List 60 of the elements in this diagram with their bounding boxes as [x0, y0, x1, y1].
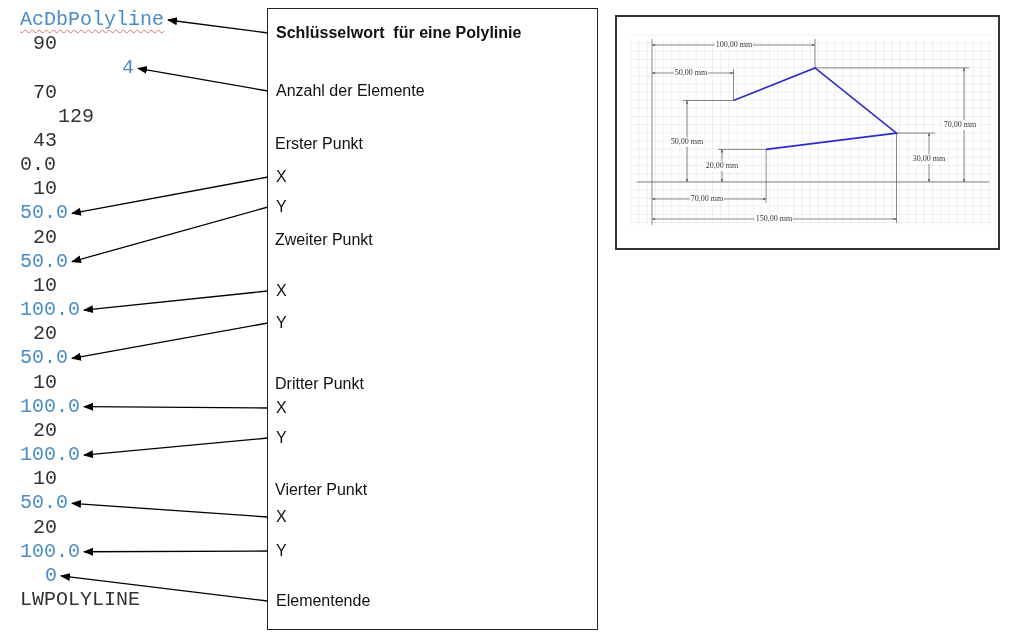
code-value: 100.0	[16, 443, 84, 468]
arrow	[71, 206, 269, 264]
code-value: 0	[41, 563, 61, 588]
arrow	[71, 176, 269, 216]
code-line: 10	[33, 370, 57, 395]
description-text: Schlüsselwort für eine Polylinie	[268, 21, 526, 45]
description-panel	[267, 8, 598, 630]
code-line: 10	[33, 177, 57, 202]
dimension-label: 70,00 mm	[942, 120, 978, 130]
section-heading: Dritter Punkt	[275, 374, 364, 394]
code-value: 50.0	[16, 201, 72, 226]
code-line: LWPOLYLINE	[20, 588, 141, 613]
section-heading: Zweiter Punkt	[275, 230, 373, 250]
section-heading: Vierter Punkt	[275, 480, 368, 500]
arrow	[71, 500, 269, 518]
code-line: 43	[33, 128, 57, 153]
description-text: Y	[268, 426, 291, 450]
description-text: X	[268, 279, 291, 303]
dimension-label: 100,00 mm	[714, 40, 754, 50]
arrow	[60, 573, 269, 602]
code-value: 100.0	[16, 298, 84, 323]
code-value: 50.0	[16, 249, 72, 274]
code-line: 20	[33, 225, 57, 250]
code-line: 0.0	[20, 153, 56, 177]
description-text: Y	[268, 195, 291, 219]
arrow	[137, 65, 269, 92]
dimension-label: 20,00 mm	[704, 161, 740, 171]
code-line: 20	[33, 418, 57, 443]
code-line: 129	[58, 104, 94, 129]
code-line: 20	[33, 515, 57, 540]
dimension-label: 70,00 mm	[689, 194, 725, 204]
arrow	[83, 290, 269, 314]
description-text: X	[268, 396, 291, 420]
code-value: 50.0	[16, 491, 72, 516]
description-text: Anzahl der Elemente	[268, 79, 429, 103]
code-value: 50.0	[16, 346, 72, 371]
dimension-label: 50,00 mm	[673, 68, 709, 78]
arrow	[167, 17, 269, 34]
arrow	[83, 437, 269, 459]
code-line: 20	[33, 322, 57, 347]
section-heading: Erster Punkt	[275, 134, 364, 154]
description-text: X	[268, 505, 291, 529]
dimension-label: 150,00 mm	[754, 214, 794, 224]
description-text: Y	[268, 539, 291, 563]
code-line: 10	[33, 467, 57, 492]
code-value: 100.0	[16, 539, 84, 564]
description-text: Elementende	[268, 589, 375, 613]
code-line: 10	[33, 273, 57, 298]
description-text: X	[268, 165, 291, 189]
arrow	[83, 547, 269, 556]
code-line: 70	[33, 80, 57, 105]
code-value: 100.0	[16, 394, 84, 419]
description-text: Y	[268, 311, 291, 335]
arrow	[83, 402, 269, 411]
code-line: 90	[33, 32, 57, 57]
arrow	[71, 322, 269, 361]
code-value: 4	[118, 56, 138, 81]
keyword-text: AcDbPolyline	[16, 8, 169, 32]
dimension-label: 30,00 mm	[911, 154, 947, 164]
dimension-label: 50,00 mm	[669, 137, 705, 147]
